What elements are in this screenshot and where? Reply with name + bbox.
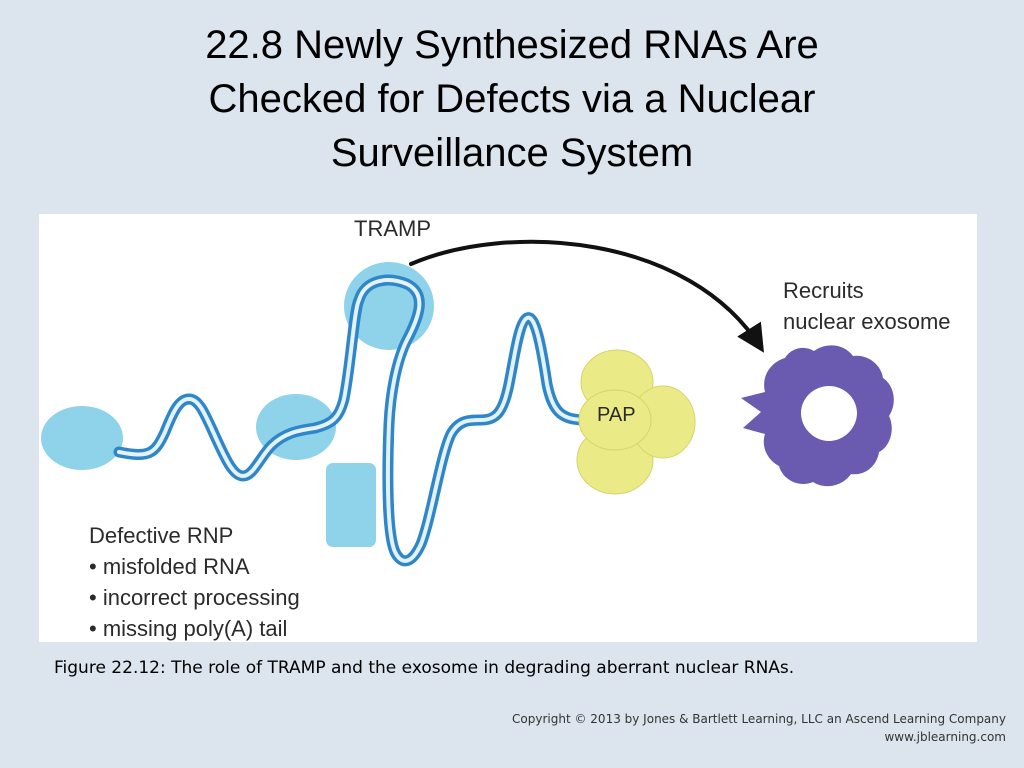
recruit-arrow [409,239,764,353]
figure-caption: Figure 22.12: The role of TRAMP and the … [54,658,795,678]
defective-item-processing: • incorrect processing [89,585,300,610]
exosome-ring [741,345,894,487]
rnp-protein-square [326,463,376,547]
publisher-url: www.jblearning.com [884,730,1006,744]
copyright-line: Copyright © 2013 by Jones & Bartlett Lea… [512,712,1006,726]
copyright-notice: Copyright © 2013 by Jones & Bartlett Lea… [512,710,1006,746]
rnp-protein-left [41,406,123,470]
pap-lobe-center [578,389,652,451]
recruits-label-line-2: nuclear exosome [783,309,951,334]
pap-label: PAP [597,404,636,426]
defective-item-misfolded: • misfolded RNA [89,554,250,579]
slide-title-line-3: Surveillance System [330,131,694,175]
defective-item-polya: • missing poly(A) tail [89,616,288,641]
pap-complex [576,349,696,495]
slide-title: 22.8 Newly Synthesized RNAs Are Checked … [0,18,1024,180]
defective-rnp-heading: Defective RNP [89,523,234,548]
recruits-label-line-1: Recruits [783,278,864,303]
rna-strand-core [117,278,589,563]
tramp-label: TRAMP [354,216,431,241]
figure-panel: TRAMP Recruits nuclear exosome PAP Defec… [39,214,977,642]
slide-title-line-1: 22.8 Newly Synthesized RNAs Are [205,23,819,67]
defective-rnp-legend: Defective RNP • misfolded RNA • incorrec… [89,520,300,644]
recruits-label: Recruits nuclear exosome [783,275,951,337]
slide-title-line-2: Checked for Defects via a Nuclear [208,77,816,121]
exosome-body [741,345,894,487]
tramp-exosome-diagram [41,239,894,567]
